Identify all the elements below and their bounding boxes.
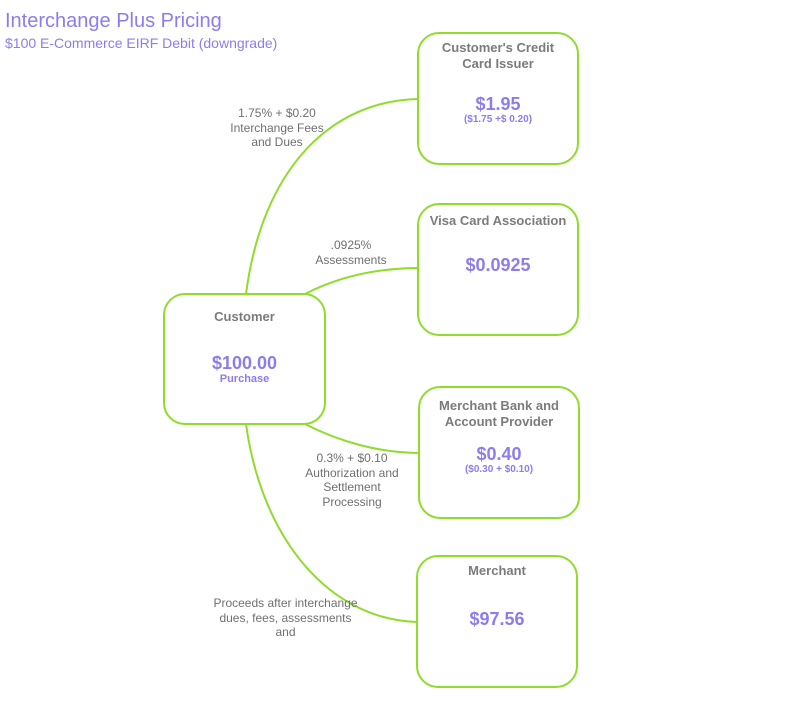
edge-label-processing: 0.3% + $0.10 Authorization and Settlemen… — [305, 451, 399, 509]
node-amount: $0.0925 — [465, 255, 531, 275]
connector-customer-issuer — [245, 98, 421, 295]
node-amount: $0.40 — [476, 444, 522, 464]
page-title: Interchange Plus Pricing — [5, 10, 222, 32]
node-visa-association[interactable]: Visa Card Association $0.0925 — [417, 203, 579, 336]
node-amount: $1.95 — [475, 94, 521, 114]
node-detail: Purchase — [219, 373, 270, 385]
node-merchant-bank[interactable]: Merchant Bank and Account Provider $0.40… — [418, 386, 580, 519]
node-merchant[interactable]: Merchant $97.56 — [416, 555, 578, 688]
connector-customer-merchant — [245, 423, 419, 623]
node-name: Customer — [214, 309, 275, 324]
edge-label-assessments: .0925% Assessments — [315, 238, 387, 267]
node-name: Merchant Bank and Account Provider — [439, 398, 559, 429]
node-amount: $97.56 — [469, 609, 525, 629]
connector-customer-visa — [304, 267, 421, 295]
node-detail: ($1.75 +$ 0.20) — [463, 114, 533, 125]
node-amount: $100.00 — [211, 353, 278, 373]
edge-label-proceeds: Proceeds after interchange dues, fees, a… — [213, 596, 358, 639]
node-card-issuer[interactable]: Customer's Credit Card Issuer $1.95 ($1.… — [417, 32, 579, 165]
node-detail: ($0.30 + $0.10) — [464, 464, 534, 475]
page-subtitle: $100 E-Commerce EIRF Debit (downgrade) — [5, 35, 278, 51]
node-name: Merchant — [468, 563, 526, 578]
connector-customer-merchant-bank — [304, 423, 421, 454]
node-name: Customer's Credit Card Issuer — [441, 40, 555, 71]
node-customer[interactable]: Customer $100.00 Purchase — [163, 293, 326, 425]
node-name: Visa Card Association — [429, 213, 567, 228]
edge-label-interchange: 1.75% + $0.20 Interchange Fees and Dues — [230, 106, 324, 149]
